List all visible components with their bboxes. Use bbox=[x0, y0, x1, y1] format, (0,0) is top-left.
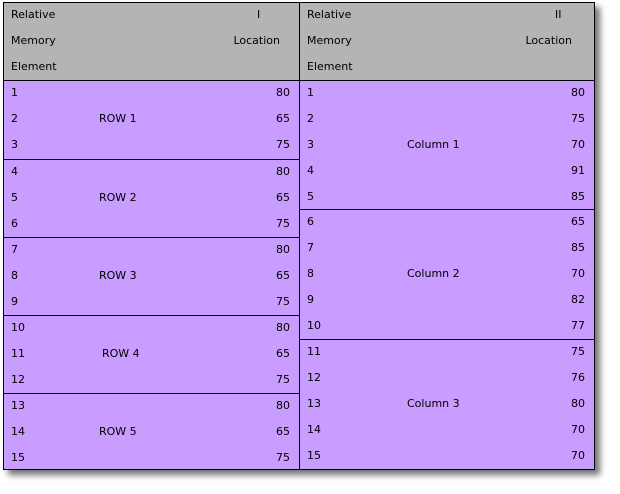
right-header-line3: Element bbox=[307, 60, 353, 73]
left-header-location: Location bbox=[233, 34, 280, 47]
element-value: 82 bbox=[571, 293, 585, 306]
element-index: 6 bbox=[307, 215, 314, 228]
right-group-3: 11 75 12 76 13 80 14 70 15 70 Column 3 bbox=[300, 340, 594, 469]
element-value: 75 bbox=[276, 217, 290, 230]
element-value: 65 bbox=[276, 425, 290, 438]
element-index: 4 bbox=[11, 165, 18, 178]
element-index: 1 bbox=[11, 86, 18, 99]
element-value: 75 bbox=[571, 345, 585, 358]
right-header-line2: Memory bbox=[307, 34, 352, 47]
element-value: 80 bbox=[276, 321, 290, 334]
element-index: 14 bbox=[11, 425, 25, 438]
right-header-location: Location bbox=[525, 34, 572, 47]
element-index: 5 bbox=[11, 191, 18, 204]
group-label: Column 1 bbox=[407, 138, 460, 151]
element-index: 8 bbox=[11, 269, 18, 282]
left-header-line2: Memory bbox=[11, 34, 56, 47]
element-index: 4 bbox=[307, 164, 314, 177]
element-index: 14 bbox=[307, 423, 321, 436]
element-index: 6 bbox=[11, 217, 18, 230]
element-value: 70 bbox=[571, 423, 585, 436]
element-index: 5 bbox=[307, 190, 314, 203]
element-index: 12 bbox=[307, 371, 321, 384]
left-header-line1: Relative bbox=[11, 8, 56, 21]
left-panel: Relative Memory Element I Location 1 80 2 6… bbox=[4, 3, 300, 469]
element-index: 10 bbox=[307, 319, 321, 332]
element-value: 76 bbox=[571, 371, 585, 384]
left-header-roman: I bbox=[257, 8, 261, 21]
element-value: 75 bbox=[571, 112, 585, 125]
element-index: 1 bbox=[307, 86, 314, 99]
right-header-roman: II bbox=[555, 8, 562, 21]
element-index: 11 bbox=[307, 345, 321, 358]
element-value: 80 bbox=[276, 86, 290, 99]
element-value: 65 bbox=[276, 269, 290, 282]
element-value: 85 bbox=[571, 241, 585, 254]
left-group-5: 13 80 14 65 15 75 ROW 5 bbox=[4, 394, 299, 469]
element-value: 65 bbox=[276, 191, 290, 204]
element-value: 80 bbox=[571, 397, 585, 410]
left-header-line3: Element bbox=[11, 60, 57, 73]
group-label: ROW 5 bbox=[99, 425, 137, 438]
element-index: 7 bbox=[11, 243, 18, 256]
group-label: ROW 4 bbox=[102, 347, 140, 360]
left-group-1: 1 80 2 65 3 75 ROW 1 bbox=[4, 81, 299, 160]
element-value: 85 bbox=[571, 190, 585, 203]
element-value: 77 bbox=[571, 319, 585, 332]
element-value: 70 bbox=[571, 449, 585, 462]
group-label: Column 3 bbox=[407, 397, 460, 410]
element-index: 3 bbox=[11, 138, 18, 151]
element-index: 8 bbox=[307, 267, 314, 280]
left-group-4: 10 80 11 65 12 75 ROW 4 bbox=[4, 316, 299, 394]
element-value: 80 bbox=[276, 399, 290, 412]
element-index: 12 bbox=[11, 373, 25, 386]
element-index: 13 bbox=[307, 397, 321, 410]
memory-layout-diagram: Relative Memory Element I Location 1 80 2 6… bbox=[3, 2, 595, 470]
element-value: 91 bbox=[571, 164, 585, 177]
element-value: 65 bbox=[276, 112, 290, 125]
right-group-1: 1 80 2 75 3 70 4 91 5 85 Column 1 bbox=[300, 81, 594, 210]
right-group-2: 6 65 7 85 8 70 9 82 10 77 Column 2 bbox=[300, 210, 594, 340]
element-value: 80 bbox=[276, 243, 290, 256]
element-value: 65 bbox=[571, 215, 585, 228]
group-label: ROW 3 bbox=[99, 269, 137, 282]
element-index: 9 bbox=[307, 293, 314, 306]
right-panel: Relative Memory Element II Location 1 80 2… bbox=[300, 3, 594, 469]
left-group-2: 4 80 5 65 6 75 ROW 2 bbox=[4, 160, 299, 238]
element-index: 9 bbox=[11, 295, 18, 308]
element-value: 80 bbox=[571, 86, 585, 99]
element-index: 15 bbox=[11, 451, 25, 464]
element-index: 10 bbox=[11, 321, 25, 334]
group-label: ROW 2 bbox=[99, 191, 137, 204]
element-index: 13 bbox=[11, 399, 25, 412]
group-label: ROW 1 bbox=[99, 112, 137, 125]
element-index: 3 bbox=[307, 138, 314, 151]
element-value: 70 bbox=[571, 138, 585, 151]
element-index: 15 bbox=[307, 449, 321, 462]
left-header: Relative Memory Element I Location bbox=[4, 3, 299, 81]
left-group-3: 7 80 8 65 9 75 ROW 3 bbox=[4, 238, 299, 316]
element-index: 11 bbox=[11, 347, 25, 360]
element-value: 75 bbox=[276, 451, 290, 464]
group-label: Column 2 bbox=[407, 267, 460, 280]
element-value: 80 bbox=[276, 165, 290, 178]
element-index: 2 bbox=[11, 112, 18, 125]
element-index: 7 bbox=[307, 241, 314, 254]
element-value: 75 bbox=[276, 295, 290, 308]
element-value: 75 bbox=[276, 138, 290, 151]
element-value: 75 bbox=[276, 373, 290, 386]
element-value: 65 bbox=[276, 347, 290, 360]
element-index: 2 bbox=[307, 112, 314, 125]
element-value: 70 bbox=[571, 267, 585, 280]
right-header: Relative Memory Element II Location bbox=[300, 3, 594, 81]
right-header-line1: Relative bbox=[307, 8, 352, 21]
